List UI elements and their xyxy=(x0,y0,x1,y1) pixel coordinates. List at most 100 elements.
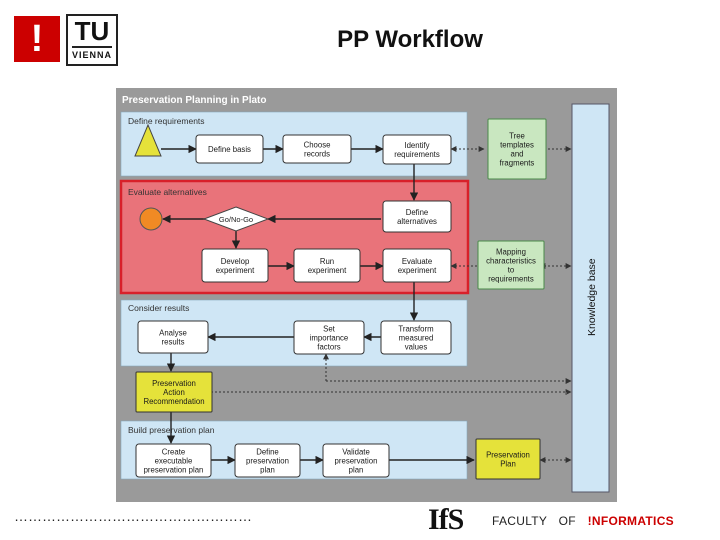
logo-tu-text: TU xyxy=(74,16,110,46)
node-box xyxy=(382,248,452,283)
node-box xyxy=(382,134,452,165)
node-label-line: requirements xyxy=(488,274,534,283)
node-label-line: Evaluate xyxy=(402,257,432,266)
workflow-diagram: Preservation Planning in Plato Define re… xyxy=(116,88,617,502)
faculty-word: FACULTY xyxy=(492,514,548,528)
footer-dots: …………………………………………… xyxy=(14,508,252,524)
node-box xyxy=(282,134,352,164)
node-label-line: preservation xyxy=(246,456,289,465)
node-label-line: preservation xyxy=(335,456,378,465)
faculty-informatics-word: !NFORMATICS xyxy=(587,514,674,528)
node-label-line: Tree xyxy=(509,131,525,140)
node-box xyxy=(234,443,301,478)
node-box xyxy=(293,320,365,355)
go-no-go-label: Go/No-Go xyxy=(219,215,253,224)
node-box xyxy=(135,371,213,413)
node-label-line: Analyse xyxy=(159,328,187,337)
node-label-line: Recommendation xyxy=(143,397,204,406)
node-label-line: Plan xyxy=(500,459,516,468)
node-label-line: Preservation xyxy=(152,379,196,388)
node-label-line: experiment xyxy=(216,266,255,275)
node-box xyxy=(201,248,269,283)
node-label-line: Set xyxy=(323,324,336,333)
node-box xyxy=(135,443,212,478)
faculty-of-word: OF xyxy=(558,514,576,528)
node-label-line: to xyxy=(508,265,515,274)
node-label-line: Choose xyxy=(304,140,331,149)
node-label-line: Run xyxy=(320,257,334,266)
node-box xyxy=(322,443,390,478)
node-label-line: Define basis xyxy=(208,145,251,154)
tu-vienna-logo: TU VIENNA xyxy=(66,14,118,66)
node-label-line: and xyxy=(510,149,523,158)
node-box xyxy=(380,320,452,355)
node-label-line: Create xyxy=(162,447,185,456)
node-label-line: factors xyxy=(317,342,340,351)
node-label-line: Define xyxy=(256,447,279,456)
node-label-line: Develop xyxy=(221,257,250,266)
ifs-logo: IfS xyxy=(428,503,464,536)
stop-circle-icon xyxy=(139,207,163,231)
node-box xyxy=(137,320,209,354)
node-label-line: templates xyxy=(500,140,534,149)
node-label-line: experiment xyxy=(398,266,437,275)
go-no-go-decision xyxy=(202,206,270,232)
node-label-line: characteristics xyxy=(486,256,536,265)
node-box xyxy=(382,200,452,233)
node-label-line: importance xyxy=(310,333,349,342)
node-label-line: alternatives xyxy=(397,217,437,226)
node-label-line: fragments xyxy=(500,158,535,167)
node-label-line: results xyxy=(162,337,185,346)
node-label-line: preservation plan xyxy=(144,465,204,474)
university-logo-mark: ! xyxy=(14,16,60,62)
lane-consider-label: Consider results xyxy=(128,303,189,313)
node-label-line: measured xyxy=(399,333,434,342)
node-box xyxy=(293,248,361,283)
node-label-line: Identify xyxy=(404,141,429,150)
node-label-line: Validate xyxy=(342,447,370,456)
node-define-basis: Define basis xyxy=(195,134,264,164)
logo-vienna-text: VIENNA xyxy=(72,46,112,60)
logo-exclamation: ! xyxy=(30,18,44,60)
knowledge-base xyxy=(571,103,610,493)
node-label-line: records xyxy=(304,149,330,158)
diagram-title: Preservation Planning in Plato xyxy=(122,95,266,106)
lane-evaluate-label: Evaluate alternatives xyxy=(128,187,207,197)
node-label-line: plan xyxy=(349,465,364,474)
node-box xyxy=(475,438,541,480)
node-label-line: Preservation xyxy=(486,450,530,459)
node-box xyxy=(477,240,545,290)
faculty-logo: FACULTY OF !NFORMATICS xyxy=(492,514,674,528)
node-label-line: executable xyxy=(155,456,193,465)
node-label-line: experiment xyxy=(308,266,347,275)
node-label-line: Transform xyxy=(398,324,433,333)
slide-title: PP Workflow xyxy=(337,26,483,53)
node-label-line: requirements xyxy=(394,150,440,159)
node-label-line: plan xyxy=(260,465,275,474)
node-box xyxy=(487,118,547,180)
node-box xyxy=(195,134,264,164)
node-label-line: Mapping xyxy=(496,247,526,256)
lane-define-label: Define requirements xyxy=(128,116,205,126)
node-label-line: Define xyxy=(406,208,429,217)
start-triangle-icon xyxy=(134,123,162,157)
node-label-line: values xyxy=(405,342,428,351)
knowledge-base-label: Knowledge base xyxy=(586,258,598,336)
node-label-line: Action xyxy=(163,388,185,397)
